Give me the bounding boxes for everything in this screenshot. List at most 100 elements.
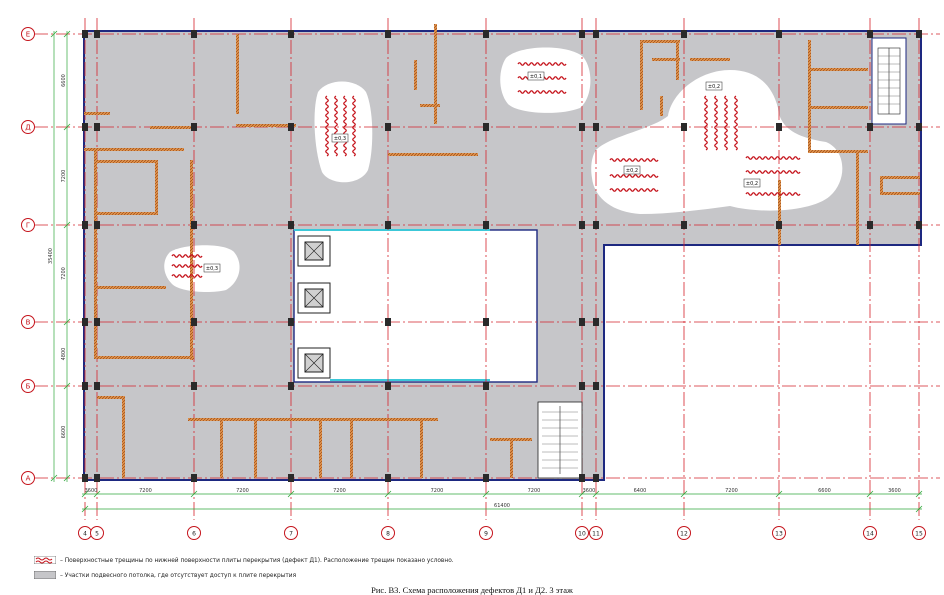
- dim-text: 6600: [61, 74, 67, 87]
- dim-tick: [915, 505, 923, 513]
- column: [593, 221, 599, 229]
- column: [82, 123, 88, 131]
- column: [593, 382, 599, 390]
- column: [483, 474, 489, 482]
- column: [94, 221, 100, 229]
- dim-tick: [81, 505, 89, 513]
- column: [579, 318, 585, 326]
- stair-core-south: [537, 401, 583, 479]
- column: [288, 123, 294, 131]
- column-axis-label: 4: [83, 531, 87, 538]
- column: [288, 382, 294, 390]
- column-axis-marker: 15: [912, 526, 926, 540]
- row-axis-marker: А: [21, 471, 35, 485]
- dim-text: 7200: [431, 488, 444, 494]
- atrium-void: [294, 230, 537, 382]
- column: [385, 318, 391, 326]
- crack-mark: [517, 62, 567, 66]
- dim-text: 7200: [333, 488, 346, 494]
- floor-plan: ±0,3 ±0,1 ±0,2 ±0,2 ±0,2 ±0,3 3600720072…: [21, 18, 940, 540]
- crack-mark: [734, 95, 738, 151]
- dim-total-text: 61400: [494, 503, 510, 509]
- column-axis-marker: 12: [677, 526, 691, 540]
- column: [385, 382, 391, 390]
- column: [191, 30, 197, 38]
- column: [681, 30, 687, 38]
- crack-mark: [745, 170, 801, 174]
- column: [94, 30, 100, 38]
- dim-tick: [63, 30, 71, 38]
- column-axis-label: 13: [775, 531, 783, 538]
- column: [776, 123, 782, 131]
- column: [82, 30, 88, 38]
- defect-label: ±0,3: [334, 136, 346, 142]
- dim-text: 6600: [61, 426, 67, 439]
- crack-mark: [745, 192, 801, 196]
- dim-tick: [81, 490, 89, 498]
- crack-mark: [517, 90, 567, 94]
- column-axis-label: 8: [386, 531, 390, 538]
- column: [385, 474, 391, 482]
- defect-label: ±0,2: [708, 84, 720, 90]
- column-axis-marker: 6: [187, 526, 201, 540]
- legend-cracks-text: – Поверхностные трещины по нижней поверх…: [60, 556, 454, 564]
- stair-core-east: [871, 37, 907, 125]
- column: [82, 474, 88, 482]
- row-axis-marker: Д: [21, 120, 35, 134]
- dim-text: 7200: [139, 488, 152, 494]
- crack-mark: [352, 95, 356, 157]
- defect-label: ±0,2: [746, 181, 758, 187]
- column: [385, 221, 391, 229]
- crack-mark: [171, 264, 203, 268]
- column: [579, 382, 585, 390]
- column-axis-label: 11: [592, 531, 600, 538]
- column: [191, 318, 197, 326]
- column-axis-marker: 7: [284, 526, 298, 540]
- column: [82, 221, 88, 229]
- dim-tick: [287, 490, 295, 498]
- column: [288, 474, 294, 482]
- column: [776, 221, 782, 229]
- column: [191, 123, 197, 131]
- ceiling-legend-swatch: [34, 571, 56, 579]
- column: [94, 123, 100, 131]
- dim-tick: [578, 490, 586, 498]
- column: [288, 30, 294, 38]
- dim-text: 3600: [583, 488, 596, 494]
- dim-tick: [93, 490, 101, 498]
- dim-text: 7200: [236, 488, 249, 494]
- dim-tick: [775, 490, 783, 498]
- column-axis-label: 7: [289, 531, 293, 538]
- column: [385, 30, 391, 38]
- dim-text: 4800: [61, 348, 67, 361]
- column: [191, 382, 197, 390]
- crack-mark: [171, 254, 203, 258]
- column-axis-marker: 10: [575, 526, 589, 540]
- column: [94, 318, 100, 326]
- column: [579, 474, 585, 482]
- column: [191, 474, 197, 482]
- column-axis-marker: 9: [479, 526, 493, 540]
- legend-ceiling: – Участки подвесного потолка, где отсутс…: [34, 571, 296, 579]
- dim-tick: [63, 123, 71, 131]
- column: [288, 221, 294, 229]
- column: [579, 30, 585, 38]
- crack-mark: [745, 156, 801, 160]
- column: [483, 221, 489, 229]
- dim-text: 3600: [85, 488, 98, 494]
- column: [82, 318, 88, 326]
- column: [483, 382, 489, 390]
- columns: [82, 30, 922, 482]
- column-axis-label: 6: [192, 531, 196, 538]
- defect-label: ±0,3: [206, 266, 218, 272]
- dim-tick: [63, 382, 71, 390]
- column: [191, 221, 197, 229]
- column: [593, 318, 599, 326]
- column-axis-marker: 5: [90, 526, 104, 540]
- legend-ceiling-text: – Участки подвесного потолка, где отсутс…: [60, 571, 297, 579]
- crack-mark: [325, 95, 329, 157]
- column: [385, 123, 391, 131]
- dim-tick: [482, 490, 490, 498]
- column-axis-marker: 11: [589, 526, 603, 540]
- column: [593, 123, 599, 131]
